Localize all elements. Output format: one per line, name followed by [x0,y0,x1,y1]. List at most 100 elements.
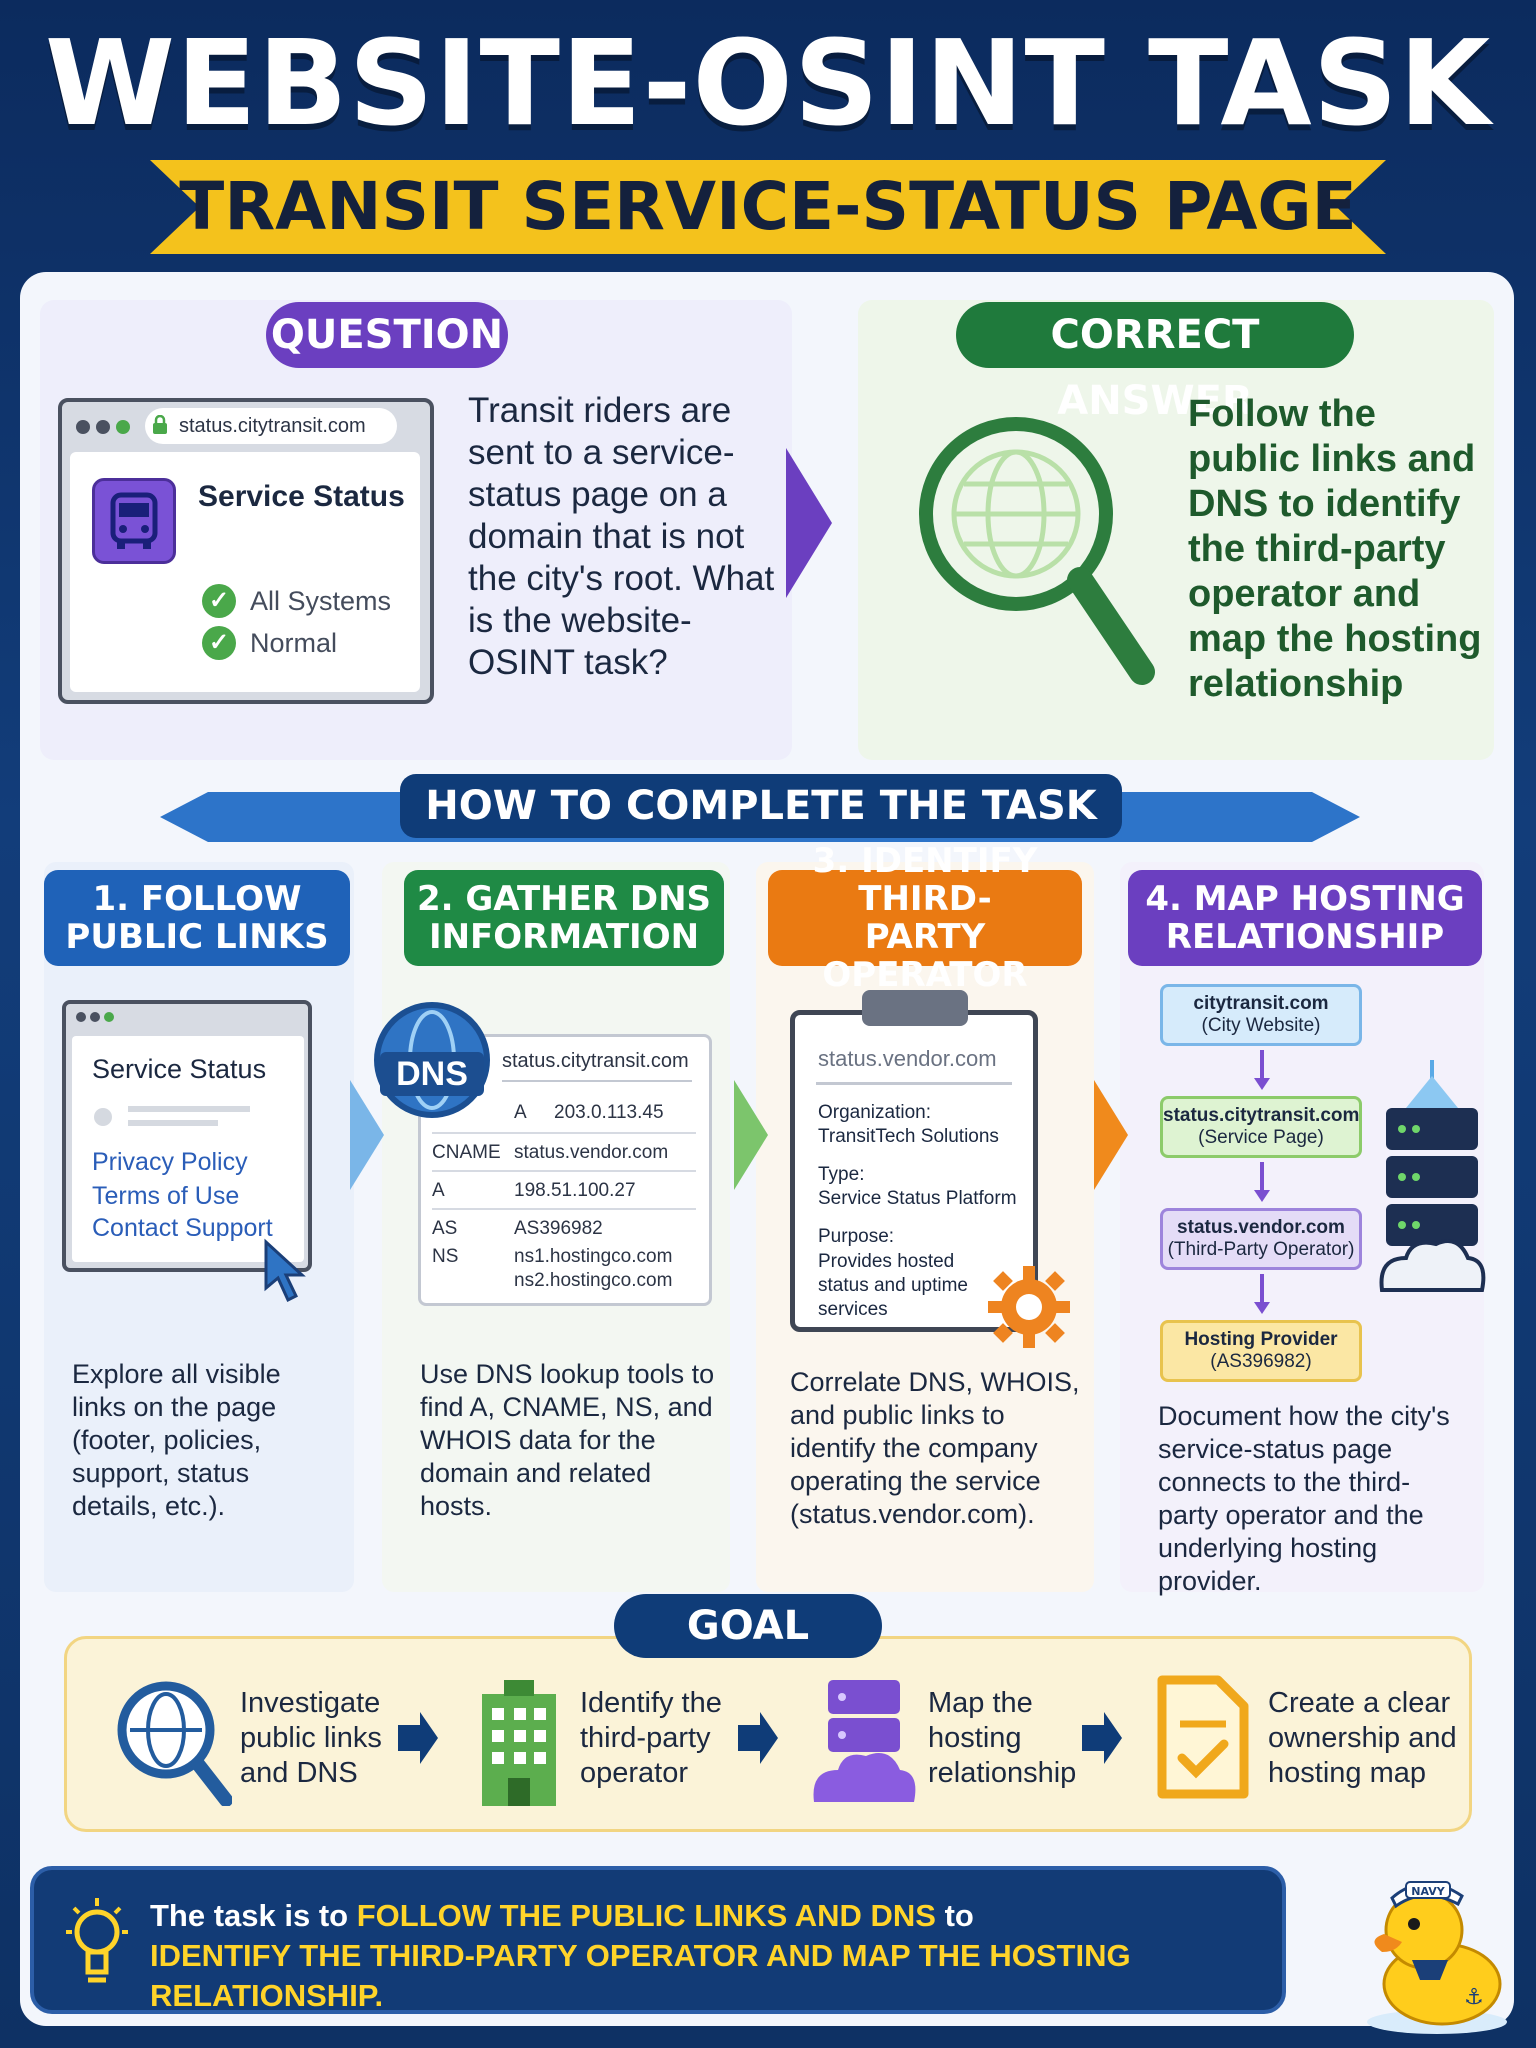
question-text: Transit riders are sent to a service-sta… [468,391,775,682]
map-node-role: (AS396982) [1210,1351,1312,1372]
step-2-title: 2. GATHER DNS [416,879,712,919]
goal-item-3: Map the hosting relationship [928,1687,1077,1789]
map-node-hosting-provider: Hosting Provider (AS396982) [1160,1320,1362,1382]
map-node-role: (Service Page) [1198,1127,1324,1148]
step-3-title: PARTY OPERATOR [822,917,1028,995]
check-icon: ✓ [202,584,236,618]
window-dot-icon [90,1012,100,1022]
field-value: TransitTech Solutions [818,1126,999,1147]
window-dot-icon [76,420,90,434]
map-node-role: (Third-Party Operator) [1167,1239,1355,1260]
goal-item-2: Identify the third-party operator [580,1687,722,1789]
divider [816,1082,1012,1085]
step-1-description: Explore all visible links on the page (f… [72,1359,281,1521]
divider [432,1170,696,1172]
placeholder-line [128,1106,250,1112]
building-icon [482,1680,556,1806]
step-4-title: RELATIONSHIP [1165,917,1445,957]
dns-record-type: CNAME [432,1142,501,1163]
link-contact-support[interactable]: Contact Support [92,1214,273,1242]
step-1-header: 1. FOLLOW PUBLIC LINKS [44,870,350,966]
map-connector [1260,1274,1264,1302]
question-label: QUESTION [266,302,508,368]
goal-item-1: Investigate public links and DNS [240,1687,382,1789]
service-status-title: Service Status [198,480,405,513]
window-dot-icon [104,1012,114,1022]
magnifier-globe-icon [919,417,1155,685]
step-3-header: 3. IDENTIFY THIRD- PARTY OPERATOR [768,842,1082,994]
step-2-description: Use DNS lookup tools to find A, CNAME, N… [420,1359,715,1521]
divider [432,1208,696,1210]
dns-record-type: NS [432,1246,459,1267]
clipboard-domain: status.vendor.com [818,1046,997,1071]
link-privacy-policy[interactable]: Privacy Policy [92,1148,248,1176]
map-node-role: (City Website) [1201,1015,1321,1036]
server-cloud-icon [813,1680,916,1802]
summary-text: The task is to FOLLOW THE PUBLIC LINKS A… [150,1896,1270,2016]
step-3-description: Correlate DNS, WHOIS, and public links t… [790,1367,1080,1529]
map-node-name: citytransit.com [1193,993,1329,1014]
subtitle: TRANSIT SERVICE-STATUS PAGE [179,168,1357,245]
window-dot-icon [116,420,130,434]
placeholder-line [128,1120,218,1126]
field-label: Purpose: [818,1226,895,1247]
dns-badge: DNS [380,1052,484,1096]
dns-record-value: AS396982 [514,1218,603,1239]
duck-mascot-icon: NAVY ⚓ [1367,1881,1507,2034]
step-2-header: 2. GATHER DNS INFORMATION [404,870,724,966]
step-4-title: 4. MAP HOSTING [1145,879,1465,919]
lock-icon [153,415,167,434]
globe-search-icon [117,1681,232,1806]
check-icon: ✓ [202,626,236,660]
summary-banner [30,1866,1286,2014]
map-connector [1260,1162,1264,1190]
summary-middle: to [935,1898,974,1933]
url-bar: status.citytransit.com [145,408,397,444]
field-value: Provides hosted status and uptime servic… [818,1251,968,1320]
checklist-document-icon [1157,1675,1249,1799]
svg-text:⚓: ⚓ [1464,1985,1484,2010]
step-3-title: 3. IDENTIFY THIRD- [812,841,1038,919]
step-4-description: Document how the city's service-status p… [1158,1401,1450,1596]
step-1-title: 1. FOLLOW [92,879,302,919]
gear-icon [988,1266,1070,1348]
map-node-name: status.citytransit.com [1163,1105,1360,1126]
clipboard-clip-icon [862,990,968,1026]
link-terms-of-use[interactable]: Terms of Use [92,1182,240,1210]
step-1-title: PUBLIC LINKS [65,917,329,957]
window-dot-icon [96,420,110,434]
map-node-name: status.vendor.com [1177,1217,1345,1238]
map-node-third-party-operator: status.vendor.com (Third-Party Operator) [1160,1208,1362,1270]
dns-record-value: 203.0.113.45 [554,1102,664,1123]
summary-highlight-1: FOLLOW THE PUBLIC LINKS AND DNS [356,1898,936,1933]
field-label: Organization: [818,1102,932,1123]
subtitle-ribbon [150,160,1386,254]
step-2-title: INFORMATION [428,917,700,957]
dns-record-value: status.vendor.com [514,1142,669,1163]
divider [432,1132,696,1134]
dns-record-value: ns2.hostingco.com [514,1270,673,1291]
status-line: All Systems [250,586,392,616]
divider [502,1080,692,1082]
map-node-service-page: status.citytransit.com (Service Page) [1160,1096,1362,1158]
summary-prefix: The task is to [150,1898,357,1933]
field-value: Service Status Platform [818,1188,1017,1209]
field-label: Type: [818,1164,865,1185]
status-line: Normal [250,628,338,658]
step-1-browser-content [72,1036,304,1262]
summary-highlight-2: IDENTIFY THE THIRD-PARTY OPERATOR AND MA… [150,1938,1131,2013]
goal-item-4: Create a clear ownership and hosting map [1268,1687,1457,1789]
map-node-city-website: citytransit.com (City Website) [1160,984,1362,1046]
mascot-hat-text: NAVY [1411,1885,1445,1898]
dns-domain: status.citytransit.com [502,1050,689,1072]
step-4-header: 4. MAP HOSTING RELATIONSHIP [1128,870,1482,966]
answer-label: CORRECT ANSWER [956,302,1354,424]
goal-label: GOAL [614,1594,882,1658]
cursor-icon [264,1238,306,1303]
answer-text: Follow the public links and DNS to ident… [1188,393,1482,705]
main-title: WEBSITE-OSINT TASK [44,14,1492,152]
dns-record-type: A [432,1180,445,1201]
dns-record-type: AS [432,1218,458,1239]
dns-record-value: 198.51.100.27 [514,1180,636,1201]
window-dot-icon [76,1012,86,1022]
